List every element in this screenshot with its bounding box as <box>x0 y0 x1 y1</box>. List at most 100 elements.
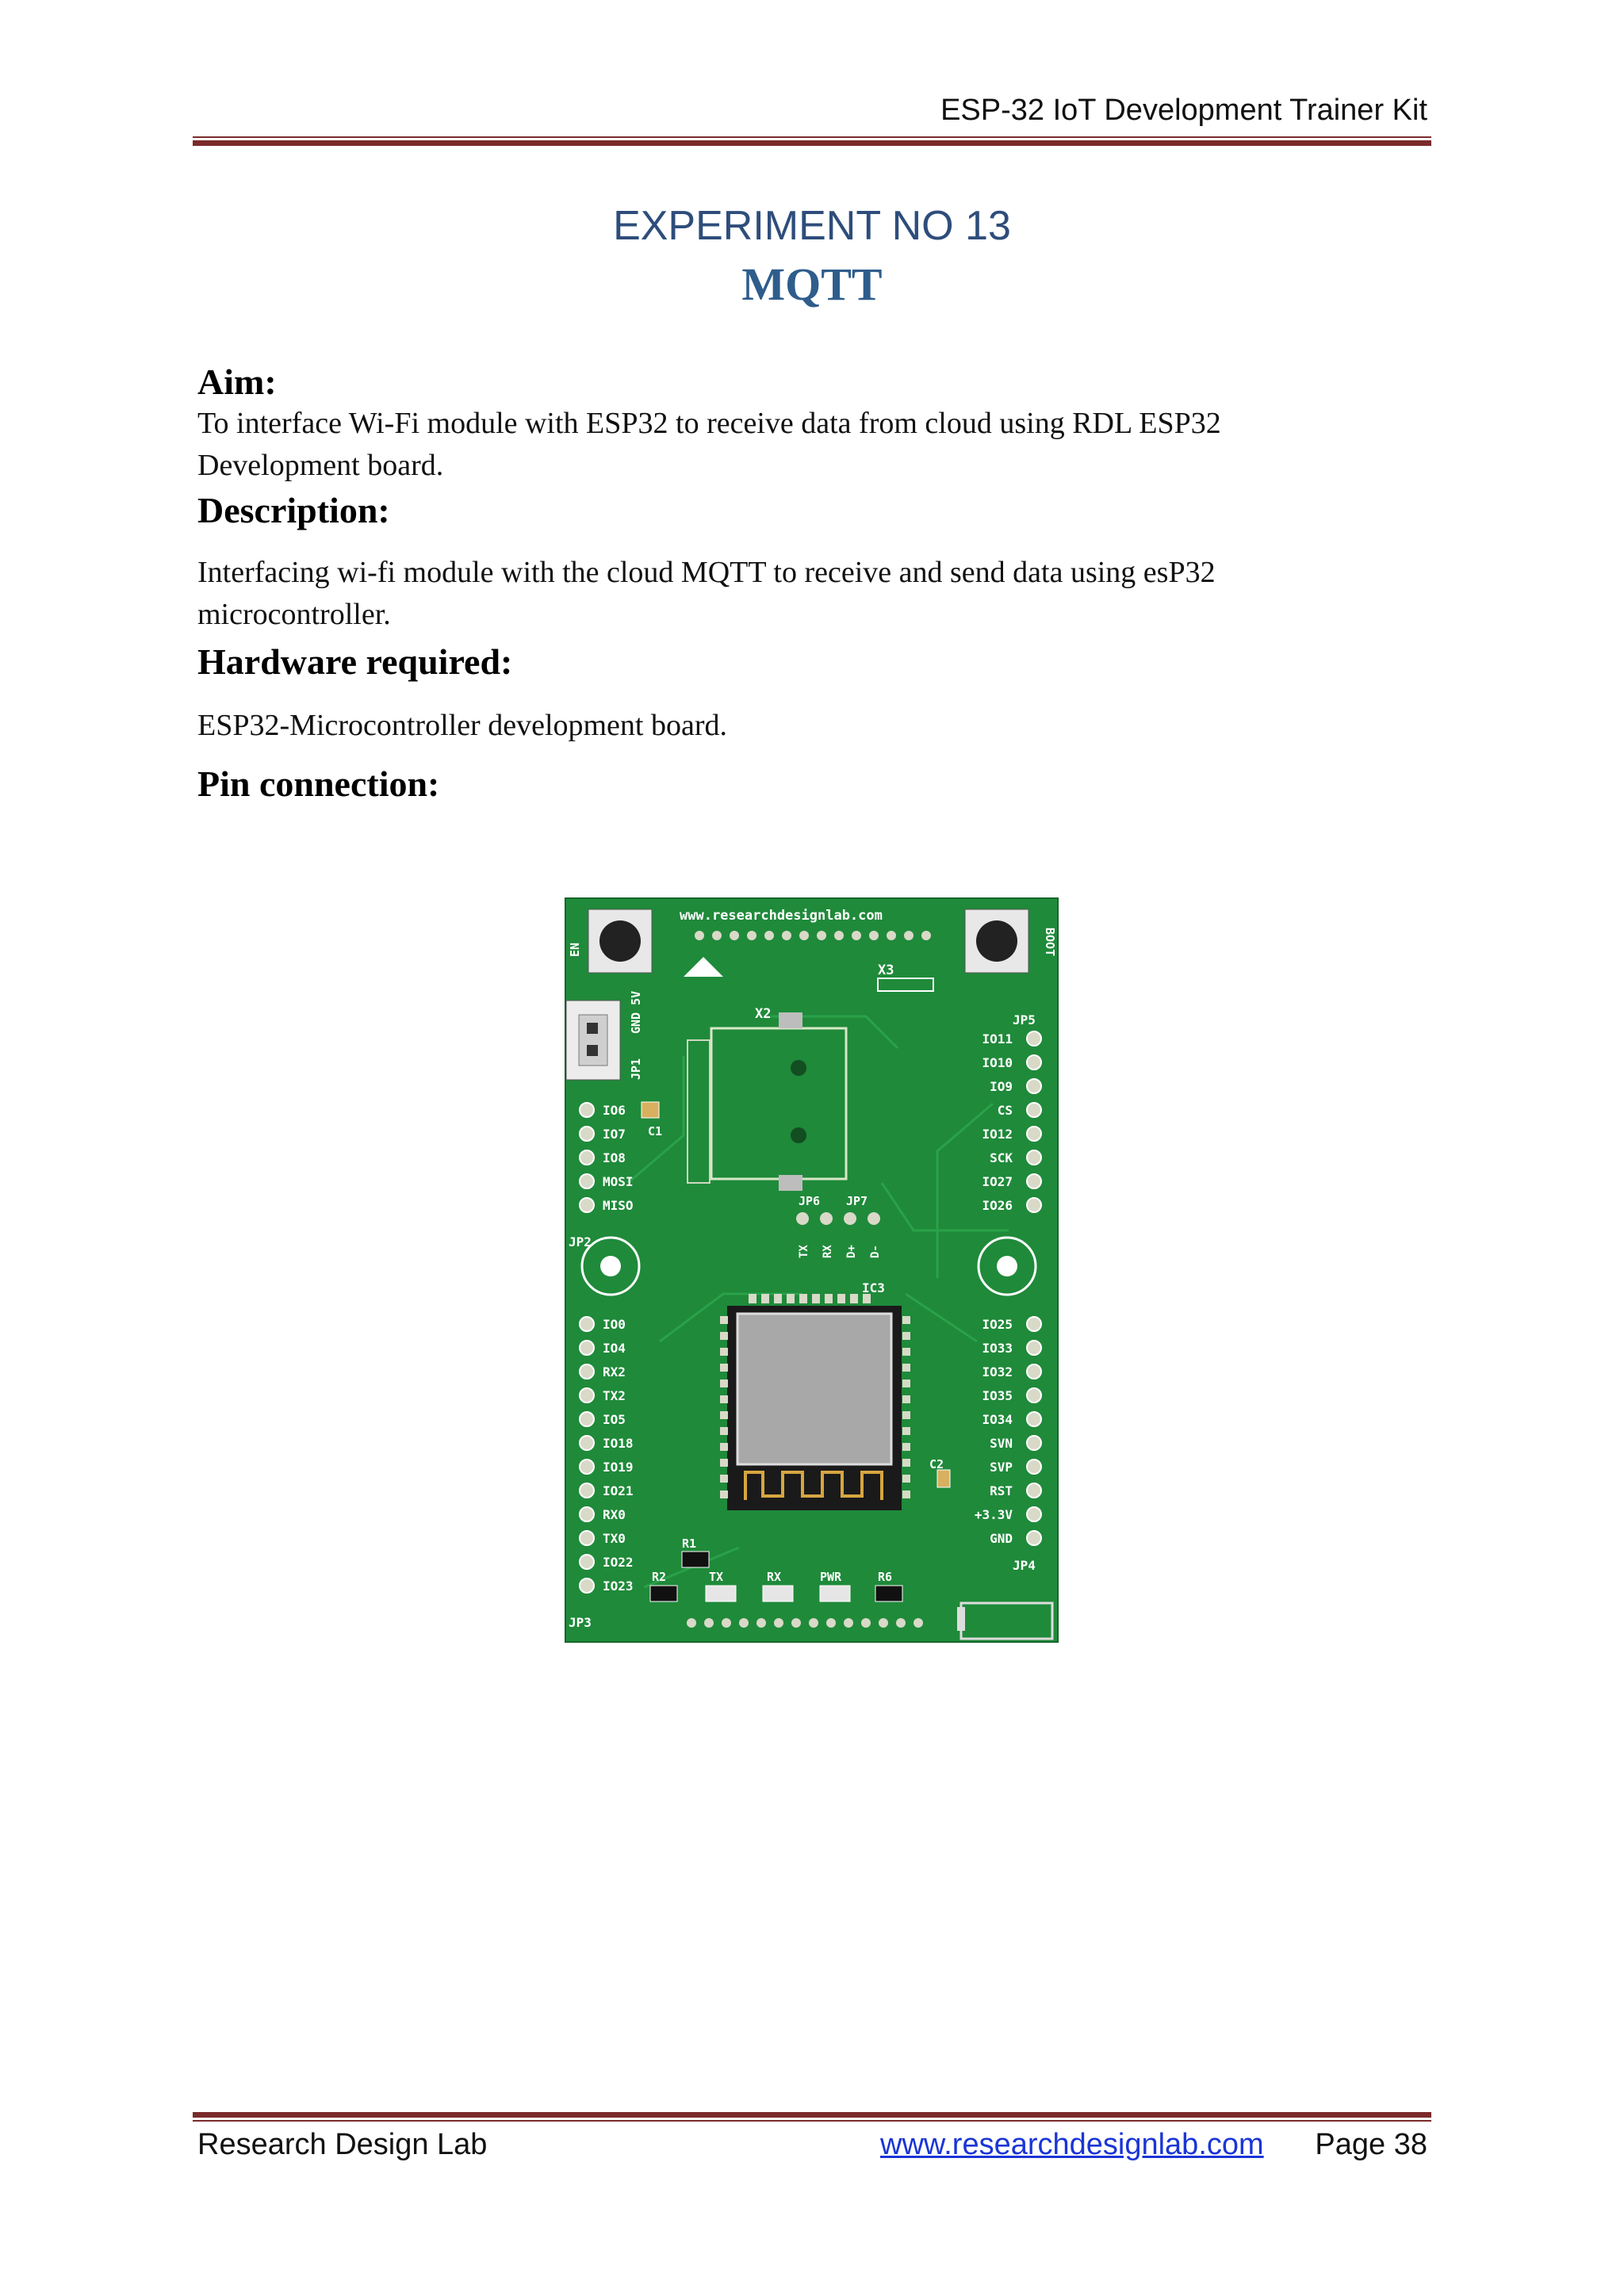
pin-hole <box>1026 1031 1042 1047</box>
pin-hole <box>1026 1316 1042 1332</box>
module-pad <box>902 1443 910 1451</box>
pin-label: SCK <box>990 1150 1013 1165</box>
rx-led-label: RX <box>767 1570 781 1584</box>
r6-label: R6 <box>878 1570 892 1584</box>
c1-label: C1 <box>648 1124 662 1138</box>
jp2-label: JP2 <box>569 1234 592 1249</box>
board-url: www.researchdesignlab.com <box>680 908 883 924</box>
bottom-header-holes <box>687 1618 923 1628</box>
pin-hole <box>579 1578 595 1594</box>
pin-label: RST <box>990 1483 1013 1498</box>
module-pad <box>837 1294 845 1303</box>
c2-component <box>936 1469 951 1488</box>
pin-hole <box>579 1554 595 1570</box>
x3-label: X3 <box>878 962 894 978</box>
left-lower-pin-header: IO0IO4RX2TX2IO5IO18IO19IO21RX0TX0IO22IO2… <box>579 1316 634 1594</box>
pin-hole <box>579 1150 595 1165</box>
module-pad <box>902 1475 910 1483</box>
esp32-board-image: www.researchdesignlab.com EN BOOT X3 X2 … <box>563 896 1060 1644</box>
module-pad <box>720 1443 728 1451</box>
module-pad <box>720 1411 728 1419</box>
jp6-jp7-holes <box>796 1212 880 1225</box>
module-pad <box>902 1364 910 1372</box>
module-pad <box>812 1294 820 1303</box>
jp7-label: JP7 <box>846 1194 868 1208</box>
r1-label: R1 <box>682 1536 696 1551</box>
pin-label: IO35 <box>982 1388 1013 1403</box>
pin-hole <box>579 1126 595 1142</box>
pin-hole <box>1026 1150 1042 1165</box>
pin-label: RX0 <box>603 1507 626 1522</box>
rx-led <box>762 1585 794 1602</box>
pin-label: CS <box>998 1103 1013 1118</box>
pin-hole <box>1026 1173 1042 1189</box>
sd-card-slot <box>687 1012 848 1191</box>
en-label: EN <box>568 943 582 957</box>
module-pad <box>902 1490 910 1498</box>
pin-hole <box>579 1411 595 1427</box>
module-pad <box>902 1316 910 1324</box>
x2-label: X2 <box>755 1006 771 1022</box>
pin-label: IO9 <box>990 1079 1013 1094</box>
pin-label: RX2 <box>603 1364 626 1380</box>
jp4-label: JP4 <box>1013 1558 1036 1573</box>
tx-led-label: TX <box>709 1570 723 1584</box>
boot-label: BOOT <box>1043 928 1057 956</box>
pin-label: MOSI <box>603 1174 634 1189</box>
module-pad <box>902 1411 910 1419</box>
pcb-outline <box>563 896 1060 1644</box>
r2-component <box>649 1585 678 1602</box>
footer-website-link[interactable]: www.researchdesignlab.com <box>880 2128 1264 2161</box>
pin-hole <box>1026 1340 1042 1356</box>
footer-page-number: Page 38 <box>1315 2128 1427 2161</box>
pin-label: IO27 <box>982 1174 1013 1189</box>
experiment-number: EXPERIMENT NO 13 <box>613 203 1011 249</box>
pin-hole <box>1026 1483 1042 1498</box>
pin-hole <box>1026 1530 1042 1546</box>
pin-hole <box>1026 1102 1042 1118</box>
jp5-label: JP5 <box>1013 1012 1036 1027</box>
x3-crystal <box>877 978 934 992</box>
module-pad <box>720 1316 728 1324</box>
pin-label: IO26 <box>982 1198 1013 1213</box>
pin-label: TX2 <box>603 1388 626 1403</box>
footer-company: Research Design Lab <box>197 2128 488 2161</box>
description-heading: Description: <box>197 490 390 530</box>
pin-hole <box>1026 1197 1042 1213</box>
mounting-hole-right <box>977 1236 1037 1296</box>
pin-hole <box>1026 1459 1042 1475</box>
r1-component <box>681 1551 710 1568</box>
hardware-text: ESP32-Microcontroller development board. <box>197 709 728 742</box>
pin-hole <box>1026 1364 1042 1380</box>
top-header-holes <box>695 931 931 940</box>
pin-hole <box>1026 1435 1042 1451</box>
module-pad <box>902 1380 910 1387</box>
footer-rule-thick <box>193 2112 1431 2118</box>
module-pad <box>749 1294 756 1303</box>
pin-hole <box>579 1530 595 1546</box>
footer-rule-thin <box>193 2120 1431 2122</box>
pin-hole <box>579 1340 595 1356</box>
pcb-traces <box>627 1015 1009 1589</box>
pin-label: IO25 <box>982 1317 1013 1332</box>
pin-label: IO5 <box>603 1412 626 1427</box>
ic3-label: IC3 <box>862 1280 885 1295</box>
c1-component <box>641 1101 660 1119</box>
pin-hole <box>579 1483 595 1498</box>
module-pad <box>720 1490 728 1498</box>
pin-label: MISO <box>603 1198 634 1213</box>
module-pad <box>720 1427 728 1435</box>
pin-label: GND <box>990 1531 1013 1546</box>
module-pad <box>720 1395 728 1403</box>
pin-hole <box>1026 1387 1042 1403</box>
pin-label: IO10 <box>982 1055 1013 1070</box>
experiment-name: MQTT <box>741 258 883 310</box>
pin-label: IO4 <box>603 1341 626 1356</box>
hardware-heading: Hardware required: <box>197 641 513 682</box>
pin-label: IO22 <box>603 1555 634 1570</box>
pin-hole <box>1026 1126 1042 1142</box>
pin-label: IO33 <box>982 1341 1013 1356</box>
module-pad <box>720 1459 728 1467</box>
